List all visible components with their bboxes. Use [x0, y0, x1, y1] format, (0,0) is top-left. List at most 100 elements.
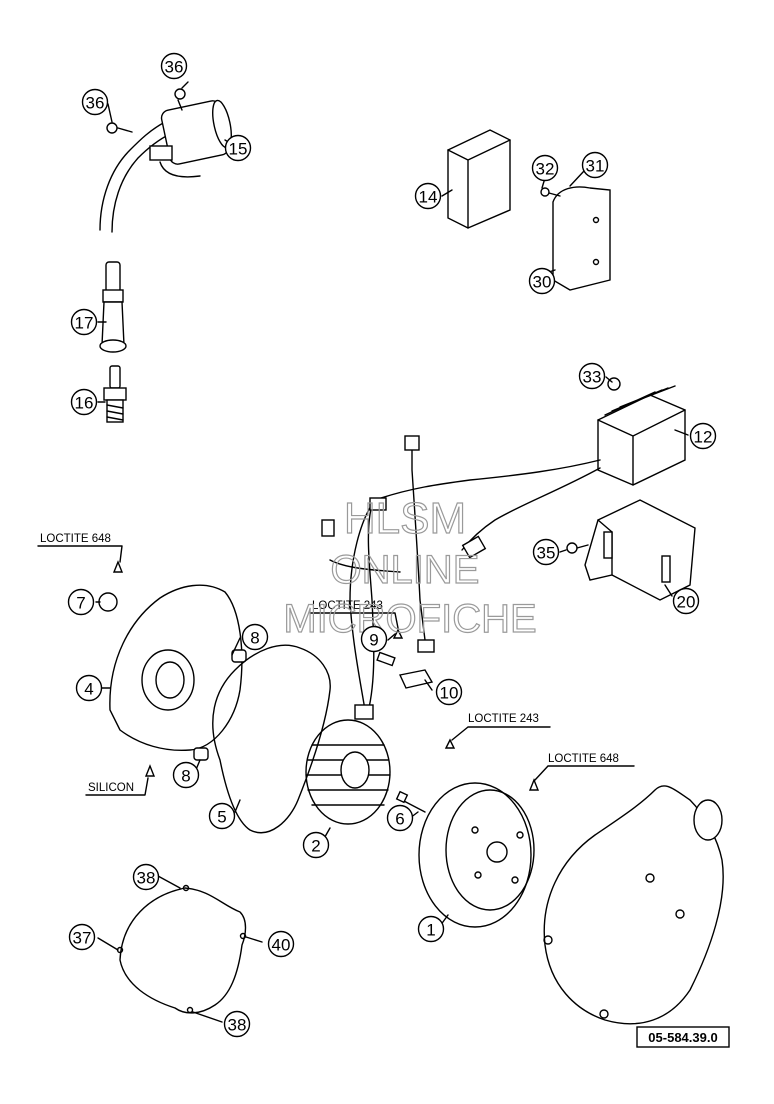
callout-circle [224, 134, 252, 162]
callout-number: 38 [137, 869, 156, 888]
callout-circle [360, 625, 388, 653]
callout-36: 36 [81, 88, 109, 116]
callout-circle [132, 863, 160, 891]
callout-circle [414, 182, 442, 210]
callout-circle [386, 804, 414, 832]
callout-15: 15 [224, 134, 252, 162]
callout-circle [223, 1010, 251, 1038]
callout-32: 32 [531, 154, 559, 182]
callout-circle [172, 761, 200, 789]
reference-code-box: 05-584.39.0 [636, 1026, 730, 1048]
loctite-243-label-lower: LOCTITE 243 [468, 713, 539, 725]
callout-20: 20 [672, 587, 700, 615]
callout-circle [528, 267, 556, 295]
callout-number: 15 [229, 140, 248, 159]
voltage-regulator [597, 377, 686, 486]
callout-circle [81, 88, 109, 116]
callout-circle [435, 678, 463, 706]
ignition-coil [99, 88, 232, 233]
generator-gasket [116, 884, 247, 1014]
callout-circle [70, 388, 98, 416]
cdi-unit [447, 129, 511, 229]
callout-4: 4 [75, 674, 103, 702]
callout-number: 30 [533, 273, 552, 292]
callout-number: 40 [272, 936, 291, 955]
callout-number: 35 [537, 544, 556, 563]
callout-circle [68, 923, 96, 951]
callout-7: 7 [67, 588, 95, 616]
spark-plug-connector [99, 261, 127, 353]
callout-group: 36 36 15 14 32 31 30 17 16 33 12 35 20 7 8 4 9 10 8 5 2 6 1 38 3… [67, 52, 717, 1038]
callout-number: 8 [250, 629, 259, 648]
callout-12: 12 [689, 422, 717, 450]
callout-circle [70, 308, 98, 336]
callout-6: 6 [386, 804, 414, 832]
watermark: HLSM ONLINE MICROFICHE [283, 493, 538, 641]
callout-circle [302, 831, 330, 859]
loctite-243-label-upper: LOCTITE 243 [312, 600, 383, 612]
callout-16: 16 [70, 388, 98, 416]
silicon-label: SILICON [88, 782, 134, 794]
callout-8: 8 [241, 623, 269, 651]
callout-38: 38 [132, 863, 160, 891]
small-hardware [376, 628, 456, 813]
callout-number: 33 [583, 368, 602, 387]
callout-number: 2 [311, 837, 320, 856]
reference-code: 05-584.39.0 [648, 1030, 717, 1045]
watermark-line-1: HLSM [344, 494, 466, 543]
callout-17: 17 [70, 308, 98, 336]
loctite-648-label-left: LOCTITE 648 [40, 533, 111, 545]
callout-circle [672, 587, 700, 615]
callout-circle [267, 930, 295, 958]
callout-31: 31 [581, 151, 609, 179]
callout-1: 1 [417, 915, 445, 943]
callout-2: 2 [302, 831, 330, 859]
callout-circle [532, 538, 560, 566]
spark-plug [103, 365, 127, 423]
callout-37: 37 [68, 923, 96, 951]
callout-circle [581, 151, 609, 179]
bracket-30 [540, 186, 611, 291]
callout-number: 12 [694, 428, 713, 447]
callout-number: 8 [181, 767, 190, 786]
wiring-harness [321, 435, 601, 720]
callout-40: 40 [267, 930, 295, 958]
callout-9: 9 [360, 625, 388, 653]
callout-number: 5 [217, 808, 226, 827]
flywheel-rotor [418, 778, 540, 928]
annotation-lines [37, 545, 635, 796]
callout-14: 14 [414, 182, 442, 210]
generator-cover [543, 785, 724, 1025]
callout-number: 37 [73, 929, 92, 948]
cover-gasket [212, 644, 331, 834]
callout-38: 38 [223, 1010, 251, 1038]
callout-circle [578, 362, 606, 390]
callout-number: 1 [426, 921, 435, 940]
callout-number: 36 [165, 58, 184, 77]
callout-circle [689, 422, 717, 450]
callout-number: 20 [677, 593, 696, 612]
callout-number: 9 [369, 631, 378, 650]
callout-36: 36 [160, 52, 188, 80]
ignition-cover [98, 560, 247, 777]
callout-35: 35 [532, 538, 560, 566]
callout-33: 33 [578, 362, 606, 390]
callout-number: 14 [419, 188, 438, 207]
callout-number: 16 [75, 394, 94, 413]
callout-circle [241, 623, 269, 651]
callout-circle [208, 802, 236, 830]
callout-number: 36 [86, 94, 105, 113]
watermark-line-2: ONLINE [331, 548, 480, 592]
callout-number: 6 [395, 810, 404, 829]
callout-circle [67, 588, 95, 616]
watermark-line-3: MICROFICHE [283, 597, 536, 641]
callout-8: 8 [172, 761, 200, 789]
callout-number: 38 [228, 1016, 247, 1035]
callout-5: 5 [208, 802, 236, 830]
callout-circle [417, 915, 445, 943]
loctite-648-label-right: LOCTITE 648 [548, 753, 619, 765]
callout-number: 10 [440, 684, 459, 703]
callout-10: 10 [435, 678, 463, 706]
